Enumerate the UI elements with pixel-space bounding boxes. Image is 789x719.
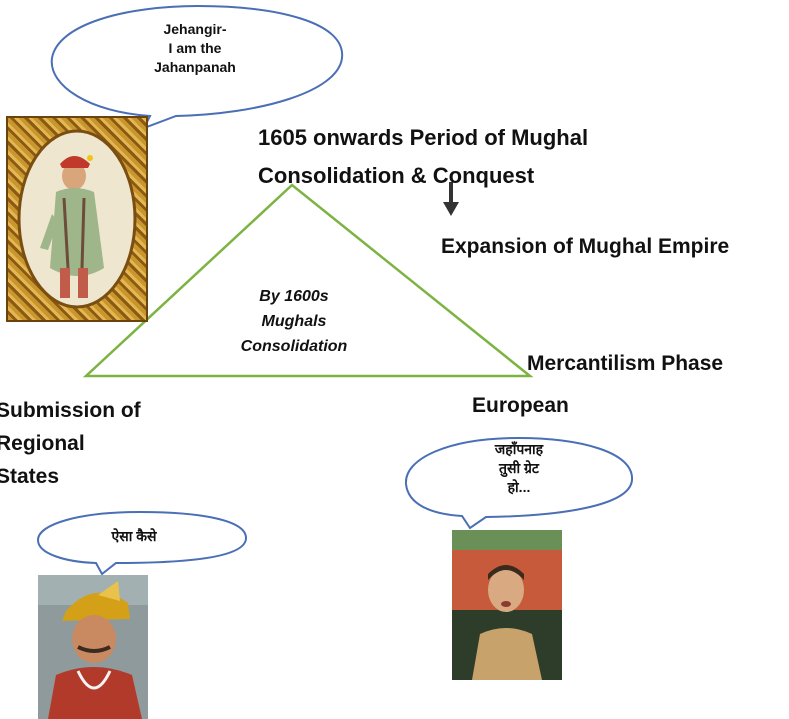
regional-bubble-text: ऐसा कैसे: [111, 528, 157, 544]
down-arrow-icon: [443, 182, 459, 216]
regional-ruler-photo: [38, 575, 148, 719]
period-heading-line1: 1605 onwards Period of Mughal: [258, 125, 589, 150]
mercantilism-heading: Mercantilism Phase: [527, 352, 724, 375]
european-heading: European: [472, 394, 569, 417]
submission-heading: Submission of Regional States: [0, 399, 141, 488]
european-bubble-text: जहाँपनाह तुसी ग्रेट हो...: [494, 441, 544, 495]
speech-bubble-european: [404, 436, 634, 530]
triangle-center-text: By 1600s Mughals Consolidation: [240, 288, 348, 355]
speech-bubble-regional: [36, 510, 248, 576]
period-heading-line2: Consolidation & Conquest: [258, 163, 535, 188]
consolidation-triangle: [82, 183, 534, 378]
expansion-heading: Expansion of Mughal Empire: [441, 235, 730, 258]
speech-bubble-jehangir: [50, 4, 344, 130]
european-character-photo: [452, 530, 562, 680]
jehangir-portrait: [6, 116, 148, 322]
jehangir-bubble-text: Jehangir- I am the Jahanpanah: [154, 21, 236, 75]
